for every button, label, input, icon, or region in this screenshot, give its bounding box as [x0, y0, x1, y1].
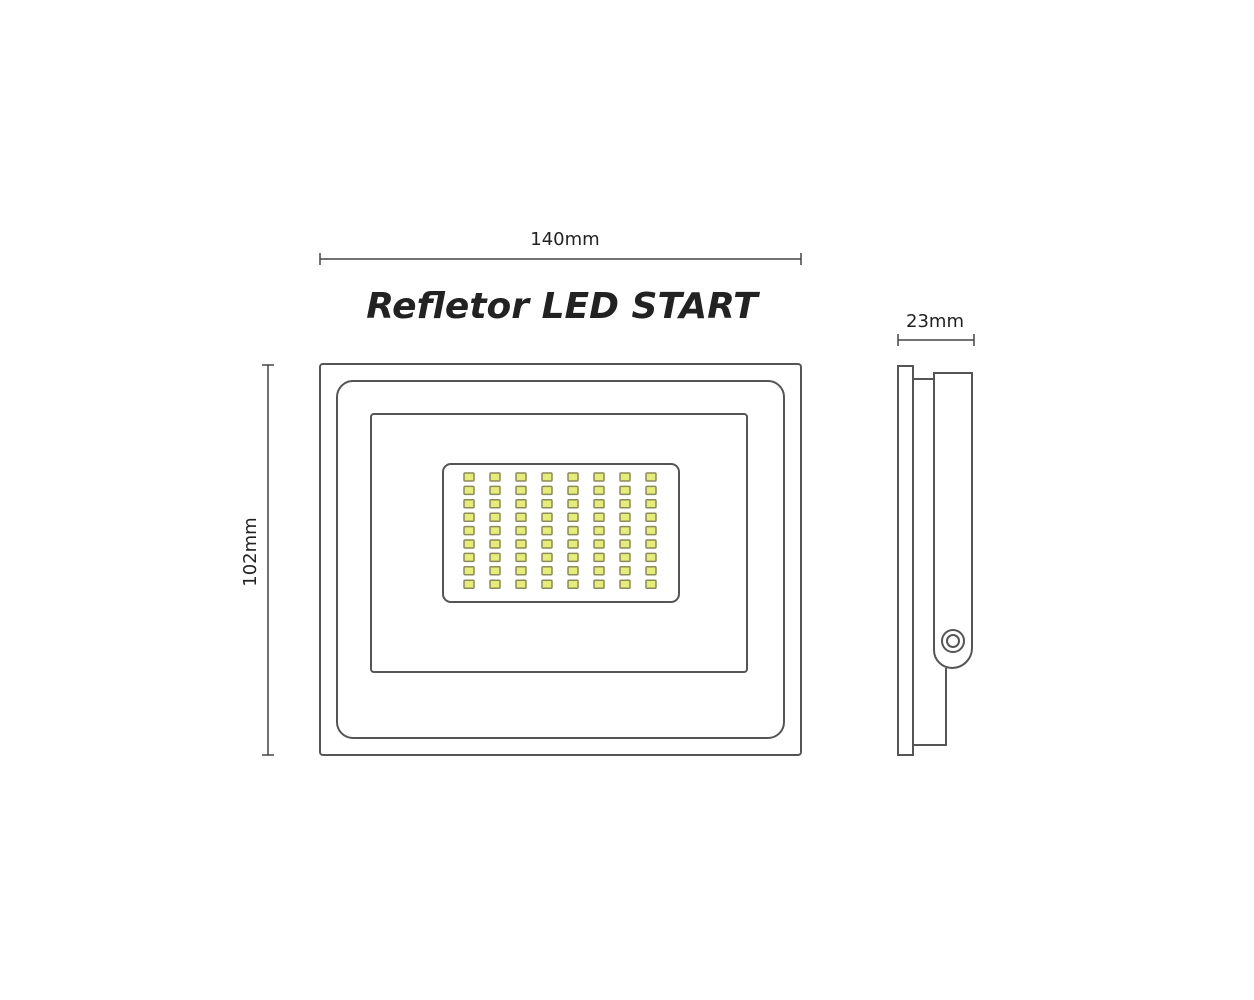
led-chip	[645, 512, 657, 522]
depth-label: 23mm	[906, 311, 964, 332]
width-dimension	[319, 253, 802, 265]
depth-dimension	[897, 334, 975, 346]
led-chip	[515, 539, 527, 549]
led-chip	[489, 539, 501, 549]
bracket-screw-icon	[941, 629, 965, 653]
led-chip	[541, 539, 553, 549]
led-chip	[489, 472, 501, 482]
led-chip	[567, 552, 579, 563]
led-chip	[515, 552, 527, 563]
led-chip	[619, 552, 631, 563]
led-chip	[541, 579, 553, 589]
led-chip	[489, 499, 501, 509]
led-chip	[463, 539, 475, 549]
led-chip	[593, 485, 605, 496]
led-chip	[619, 512, 631, 522]
led-chip	[619, 499, 631, 509]
led-chip	[619, 472, 631, 482]
led-chip	[645, 525, 657, 536]
led-chip	[619, 525, 631, 536]
led-chip	[593, 566, 605, 576]
led-board	[442, 463, 680, 603]
led-chip	[645, 539, 657, 549]
led-chip	[463, 512, 475, 522]
inner-frame	[336, 380, 785, 739]
led-chip	[489, 579, 501, 589]
led-chip	[541, 512, 553, 522]
led-chip	[541, 566, 553, 576]
led-chip	[593, 539, 605, 549]
led-chip	[489, 512, 501, 522]
led-chip	[515, 472, 527, 482]
led-chip	[463, 566, 475, 576]
led-chip	[645, 552, 657, 563]
height-label: 102mm	[240, 517, 261, 586]
led-chip	[567, 485, 579, 496]
led-chip	[541, 499, 553, 509]
led-chip	[567, 539, 579, 549]
height-dimension	[262, 364, 274, 756]
mounting-bracket	[933, 372, 973, 670]
led-chip	[567, 566, 579, 576]
led-chip	[645, 566, 657, 576]
led-chip	[567, 525, 579, 536]
led-chip	[541, 485, 553, 496]
led-chip	[593, 472, 605, 482]
product-title: Refletor LED START	[366, 286, 760, 327]
led-chip	[645, 499, 657, 509]
led-chip	[515, 499, 527, 509]
led-chip	[489, 566, 501, 576]
led-chip	[515, 512, 527, 522]
led-chip	[515, 566, 527, 576]
led-chip	[463, 525, 475, 536]
led-chip	[541, 552, 553, 563]
led-chip	[489, 485, 501, 496]
led-chip	[541, 525, 553, 536]
led-chip	[593, 525, 605, 536]
led-chip	[463, 472, 475, 482]
led-chip	[567, 472, 579, 482]
side-view	[897, 365, 973, 756]
led-chip	[645, 579, 657, 589]
led-chip	[593, 499, 605, 509]
led-chip	[619, 579, 631, 589]
led-chip	[619, 566, 631, 576]
led-chip	[593, 512, 605, 522]
led-array	[463, 472, 657, 589]
front-view	[319, 363, 802, 756]
led-chip	[489, 525, 501, 536]
lens-panel	[370, 413, 748, 673]
led-chip	[515, 579, 527, 589]
bracket-screw-inner	[946, 634, 960, 648]
led-chip	[645, 472, 657, 482]
led-chip	[515, 485, 527, 496]
led-chip	[463, 552, 475, 563]
width-label: 140mm	[530, 229, 599, 250]
front-plate	[897, 365, 914, 756]
housing	[913, 378, 947, 746]
outer-frame	[319, 363, 802, 756]
led-chip	[645, 485, 657, 496]
led-chip	[463, 499, 475, 509]
led-chip	[463, 485, 475, 496]
led-chip	[515, 525, 527, 536]
led-chip	[567, 579, 579, 589]
led-chip	[567, 512, 579, 522]
led-chip	[541, 472, 553, 482]
led-chip	[463, 579, 475, 589]
led-chip	[593, 579, 605, 589]
led-chip	[567, 499, 579, 509]
led-chip	[619, 485, 631, 496]
led-chip	[619, 539, 631, 549]
led-chip	[593, 552, 605, 563]
led-chip	[489, 552, 501, 563]
